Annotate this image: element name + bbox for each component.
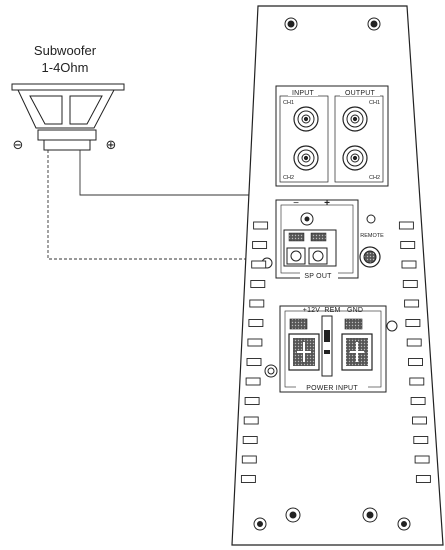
speaker-out-minus: − [293,198,299,209]
bottom-screw-icons [253,507,411,531]
speaker-out-label: SP OUT [304,273,332,280]
speaker-output-block [275,199,359,279]
vent-slot-left [249,299,265,308]
vent-slot-left [252,241,268,249]
vent-slot-right [401,260,417,269]
vent-slot-right [402,280,418,288]
vent-slot-right [412,416,427,425]
vent-slot-right [404,299,420,308]
subwoofer-speaker-icon [11,83,125,151]
vent-slot-left [246,358,262,366]
speaker-impedance: 1-4Ohm [42,60,89,75]
remote-label: REMOTE [360,233,384,239]
ventilation-slots [240,221,431,483]
vent-slot-left [240,475,256,483]
input-output-rca-block [275,85,389,187]
vent-slot-left [245,377,261,386]
vent-slot-right [400,241,416,249]
vent-slot-right [414,455,430,464]
top-screw-icons [284,17,381,31]
input-label: INPUT [292,90,315,97]
vent-slot-left [241,455,257,464]
ch1-output-label: CH1 [369,100,380,106]
vent-slot-right [410,397,426,405]
rca-jack-icons [293,106,368,171]
speaker-negative-icon: ⊖ [13,137,24,152]
ch2-input-label: CH2 [283,175,294,181]
vent-slot-left [250,280,266,288]
power-input-label: POWER INPUT [306,385,358,392]
vent-slot-left [243,416,259,425]
fuse-icon [321,315,333,377]
vent-slot-left [242,436,258,444]
vent-slot-right [409,377,425,386]
vent-slot-right [405,319,421,327]
ch2-output-label: CH2 [369,175,380,181]
vent-slot-right [413,436,429,444]
vent-slot-right [406,338,422,347]
vent-slot-right [415,475,431,483]
vent-slot-left [253,221,269,230]
vent-slot-left [244,397,260,405]
power-input-block [279,305,387,393]
speaker-out-plus: + [324,198,330,209]
ch1-input-label: CH1 [283,100,294,106]
negative-speaker-wire [47,150,294,260]
remote-port-icon [359,214,381,268]
power-terminal-labels: +12V REM GND [303,307,363,314]
speaker-title: Subwoofer [34,43,97,58]
vent-slot-right [408,358,423,366]
speaker-positive-icon: ⊕ [106,137,117,152]
vent-slot-left [251,260,267,269]
vent-slot-right [398,221,414,230]
output-label: OUTPUT [345,90,376,97]
vent-slot-left [248,319,264,327]
vent-slot-left [247,338,263,347]
